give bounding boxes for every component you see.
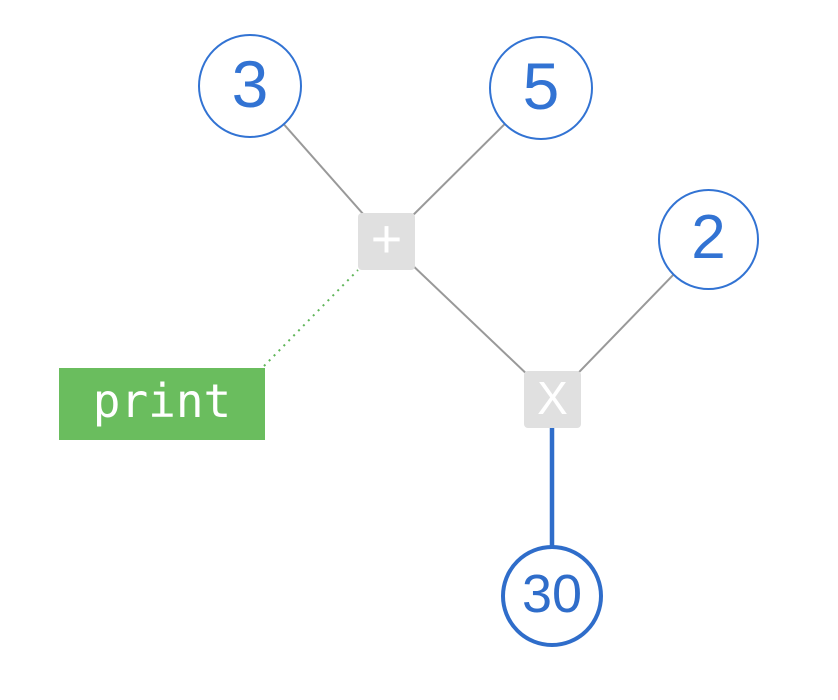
- node-value-2-label: 2: [691, 202, 726, 272]
- node-value-5-label: 5: [522, 49, 560, 123]
- node-result-30-label: 30: [521, 564, 583, 624]
- node-operator-multiply: X: [524, 371, 581, 428]
- node-value-3-label: 3: [231, 47, 269, 121]
- node-value-3: 3: [198, 34, 302, 138]
- node-print-block: print: [59, 368, 265, 440]
- node-value-2: 2: [658, 189, 759, 290]
- node-result-30: 30: [501, 545, 603, 647]
- node-operator-multiply-label: X: [537, 371, 568, 424]
- edge-print-to-plus: [263, 269, 359, 367]
- node-operator-plus-label: +: [370, 208, 403, 269]
- node-value-5: 5: [489, 36, 593, 140]
- node-print-label: print: [92, 374, 232, 428]
- node-operator-plus: +: [358, 208, 415, 270]
